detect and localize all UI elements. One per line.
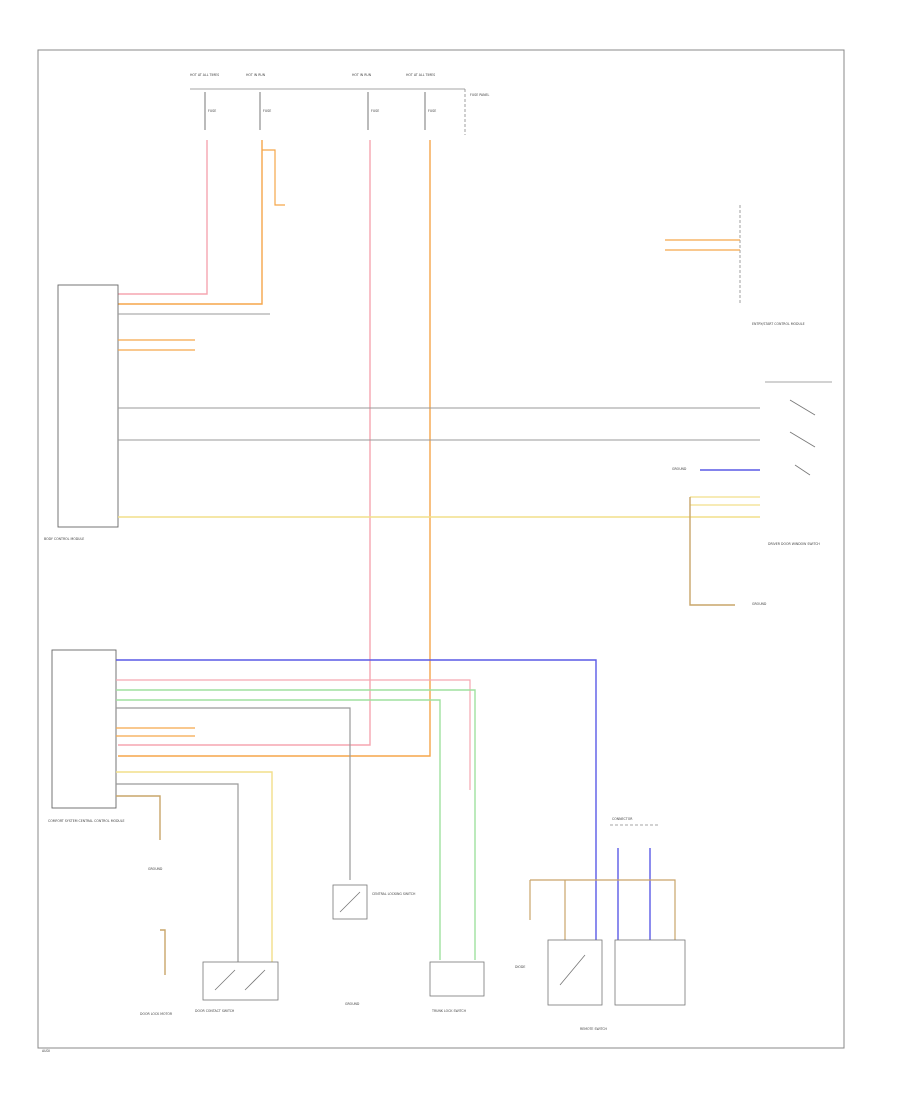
- upper-module-box: [57, 284, 119, 528]
- door-contact-switch: [214, 969, 236, 991]
- ground-label-mid: GROUND: [345, 1002, 360, 1006]
- central-lock-label: CENTRAL LOCKING SWITCH: [372, 892, 416, 896]
- door-contact-switch-2: [244, 969, 266, 991]
- central-lock-contact: [339, 891, 361, 913]
- wire-pink-fuse3: [118, 140, 371, 746]
- footer-code: AUDI: [42, 1049, 50, 1053]
- lower-module-box: [51, 649, 117, 809]
- fuse-panel-label: FUSE PANEL: [470, 93, 490, 97]
- door-lock-motor-label: DOOR LOCK MOTOR: [140, 1012, 173, 1016]
- diode-box: [547, 939, 603, 1006]
- right-switch-module-label: DRIVER DOOR WINDOW SWITCH: [768, 542, 820, 546]
- wire-gray-lower-2: [116, 783, 239, 962]
- fuse-2-label: HOT IN RUN: [246, 73, 266, 77]
- fuse-2-fuse: FUSE: [263, 109, 271, 113]
- wire-orange-fuse2: [118, 140, 263, 305]
- fuse-1-label: HOT AT ALL TIMES: [190, 73, 219, 77]
- right-ground-label-2: GROUND: [752, 602, 767, 606]
- fuse-3-fuse: FUSE: [371, 109, 379, 113]
- fuse-4-fuse: FUSE: [428, 109, 436, 113]
- wire-yellow-lower: [116, 771, 273, 962]
- lower-module-label: COMFORT SYSTEM CENTRAL CONTROL MODULE: [48, 819, 125, 823]
- wire-green-lower-2: [116, 699, 441, 960]
- door-contact-label: DOOR CONTACT SWITCH: [195, 1009, 235, 1013]
- switch-contact-1: [789, 399, 816, 416]
- wire-tan-lower: [116, 795, 161, 840]
- trunk-lock-label: TRUNK LOCK SWITCH: [431, 1009, 467, 1013]
- wire-tan-down-right: [689, 497, 735, 606]
- switch-contact-3: [794, 464, 811, 476]
- diode-label: DIODE: [515, 965, 525, 969]
- fuse-4-label: HOT AT ALL TIMES: [406, 73, 435, 77]
- wire-orange-branch: [262, 149, 285, 206]
- wire-blue-lower: [116, 659, 597, 940]
- central-lock-box: [332, 884, 368, 920]
- connector-label: CONNECTOR: [612, 817, 633, 821]
- wire-pink-lower: [116, 679, 471, 790]
- wire-orange-fuse4: [118, 140, 431, 757]
- switch-contact-2: [789, 431, 816, 448]
- door-contact-box: [202, 961, 279, 1001]
- diagram-frame: [37, 49, 845, 1049]
- wire-gray-lower: [116, 707, 351, 880]
- right-top-module-label: ENTRY/START CONTROL MODULE: [752, 322, 805, 326]
- upper-module-label: BODY CONTROL MODULE: [44, 537, 84, 541]
- wire-tan-remote: [530, 879, 676, 940]
- fuse-3-label: HOT IN RUN: [352, 73, 372, 77]
- wire-green-lower-1: [116, 689, 476, 960]
- right-ground-label: GROUND: [672, 467, 687, 471]
- trunk-lock-box: [429, 961, 485, 997]
- remote-switch-label: REMOTE SWITCH: [580, 1027, 608, 1031]
- ground-label-left: GROUND: [148, 867, 163, 871]
- diode-contact: [559, 954, 586, 986]
- fuse-1-fuse: FUSE: [208, 109, 216, 113]
- remote-switch-box: [614, 939, 686, 1006]
- wire-tan-bottom-left: [160, 929, 166, 975]
- wire-pink-fuse1: [118, 140, 208, 295]
